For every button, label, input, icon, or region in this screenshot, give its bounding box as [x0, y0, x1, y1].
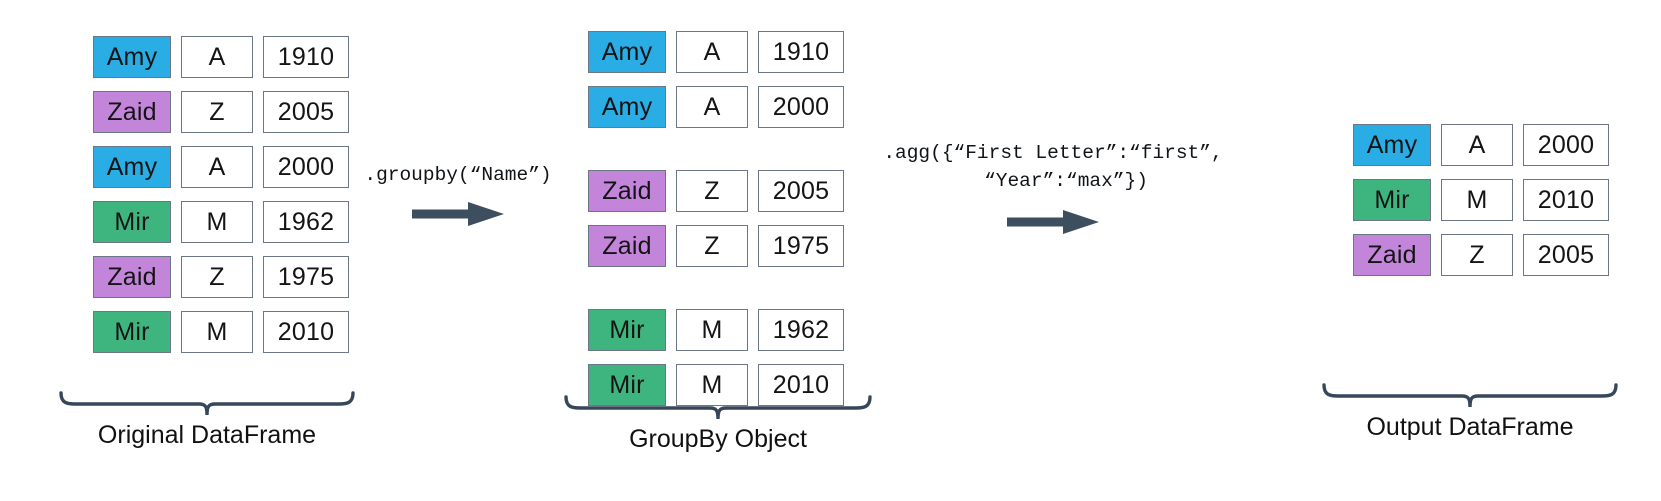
cell-year: 2010 [263, 311, 349, 353]
curly-brace-icon [562, 395, 874, 421]
cell-initial: M [676, 364, 748, 406]
agg-operation: .agg({“First Letter”:“first”, “Year”:“ma… [868, 140, 1238, 237]
cell-year: 1962 [263, 201, 349, 243]
cell-year: 1910 [263, 36, 349, 78]
cell-name: Mir [588, 364, 666, 406]
cell-initial: M [1441, 179, 1513, 221]
cell-name: Amy [1353, 124, 1431, 166]
cell-initial: A [181, 146, 253, 188]
cell-initial: A [676, 86, 748, 128]
cell-name: Mir [588, 309, 666, 351]
cell-year: 2010 [758, 364, 844, 406]
cell-name: Zaid [1353, 234, 1431, 276]
cell-initial: A [1441, 124, 1513, 166]
agg-code-label-line2: “Year”:“max”}) [984, 169, 1148, 192]
cell-year: 1975 [263, 256, 349, 298]
cell-year: 1910 [758, 31, 844, 73]
cell-name: Mir [1353, 179, 1431, 221]
cell-year: 1975 [758, 225, 844, 267]
cell-initial: Z [1441, 234, 1513, 276]
cell-name: Zaid [588, 225, 666, 267]
right-arrow-icon [410, 199, 506, 229]
cell-name: Amy [93, 146, 171, 188]
cell-year: 2000 [758, 86, 844, 128]
cell-initial: M [181, 311, 253, 353]
output-dataframe-label: Output DataFrame [1366, 413, 1574, 441]
curly-brace-icon [1320, 383, 1620, 409]
cell-name: Zaid [93, 256, 171, 298]
output-dataframe-caption-group: Output DataFrame [1320, 383, 1620, 442]
cell-initial: Z [676, 225, 748, 267]
cell-name: Amy [93, 36, 171, 78]
cell-name: Mir [93, 311, 171, 353]
cell-year: 2000 [1523, 124, 1609, 166]
groupby-code-label: .groupby(“Name”) [364, 164, 552, 186]
cell-initial: A [181, 36, 253, 78]
cell-name: Mir [93, 201, 171, 243]
original-dataframe-caption-group: Original DataFrame [57, 391, 357, 450]
groupby-object-caption-group: GroupBy Object [562, 395, 874, 454]
cell-year: 2000 [263, 146, 349, 188]
cell-name: Zaid [93, 91, 171, 133]
cell-year: 2005 [263, 91, 349, 133]
cell-initial: Z [676, 170, 748, 212]
original-dataframe-label: Original DataFrame [97, 421, 317, 449]
cell-initial: A [676, 31, 748, 73]
agg-code-label-line1: .agg({“First Letter”:“first”, [883, 142, 1223, 164]
cell-initial: Z [181, 256, 253, 298]
groupby-object-label: GroupBy Object [629, 425, 807, 453]
cell-year: 1962 [758, 309, 844, 351]
cell-initial: M [676, 309, 748, 351]
cell-year: 2005 [758, 170, 844, 212]
groupby-operation: .groupby(“Name”) [348, 162, 568, 229]
curly-brace-icon [57, 391, 357, 417]
right-arrow-icon [1005, 207, 1101, 237]
cell-name: Amy [588, 86, 666, 128]
cell-initial: M [181, 201, 253, 243]
cell-name: Amy [588, 31, 666, 73]
cell-year: 2010 [1523, 179, 1609, 221]
cell-name: Zaid [588, 170, 666, 212]
cell-year: 2005 [1523, 234, 1609, 276]
cell-initial: Z [181, 91, 253, 133]
